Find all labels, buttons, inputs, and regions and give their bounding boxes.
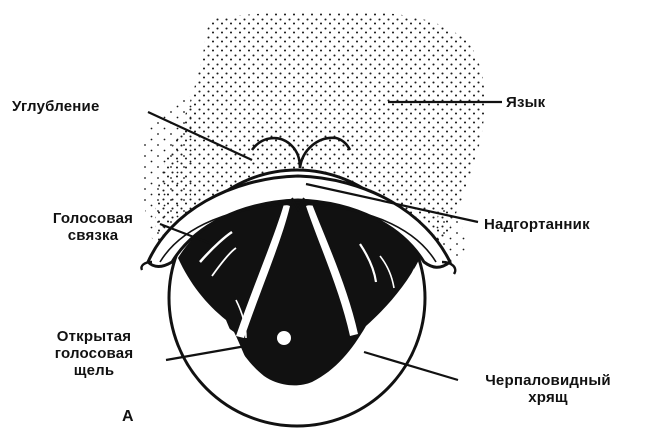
label-arytenoid-cartilage: Черпаловидный хрящ: [454, 372, 642, 406]
label-open-glottis: Открытая голосовая щель: [26, 328, 162, 379]
label-arytenoid-line-2: хрящ: [454, 389, 642, 406]
label-open-glottis-line-3: щель: [26, 362, 162, 379]
glottis-dot: [277, 331, 291, 345]
label-epiglottis: Надгортанник: [484, 216, 590, 233]
rim-hook-left: [141, 262, 152, 270]
label-panel-letter: А: [122, 408, 134, 425]
label-depression: Углубление: [12, 98, 100, 115]
label-open-glottis-line-1: Открытая: [26, 328, 162, 345]
label-tongue: Язык: [506, 94, 545, 111]
label-vocal-cord-line-2: связка: [24, 227, 162, 244]
label-vocal-cord: Голосовая связка: [24, 210, 162, 244]
label-open-glottis-line-2: голосовая: [26, 345, 162, 362]
label-arytenoid-line-1: Черпаловидный: [454, 372, 642, 389]
label-vocal-cord-line-1: Голосовая: [24, 210, 162, 227]
